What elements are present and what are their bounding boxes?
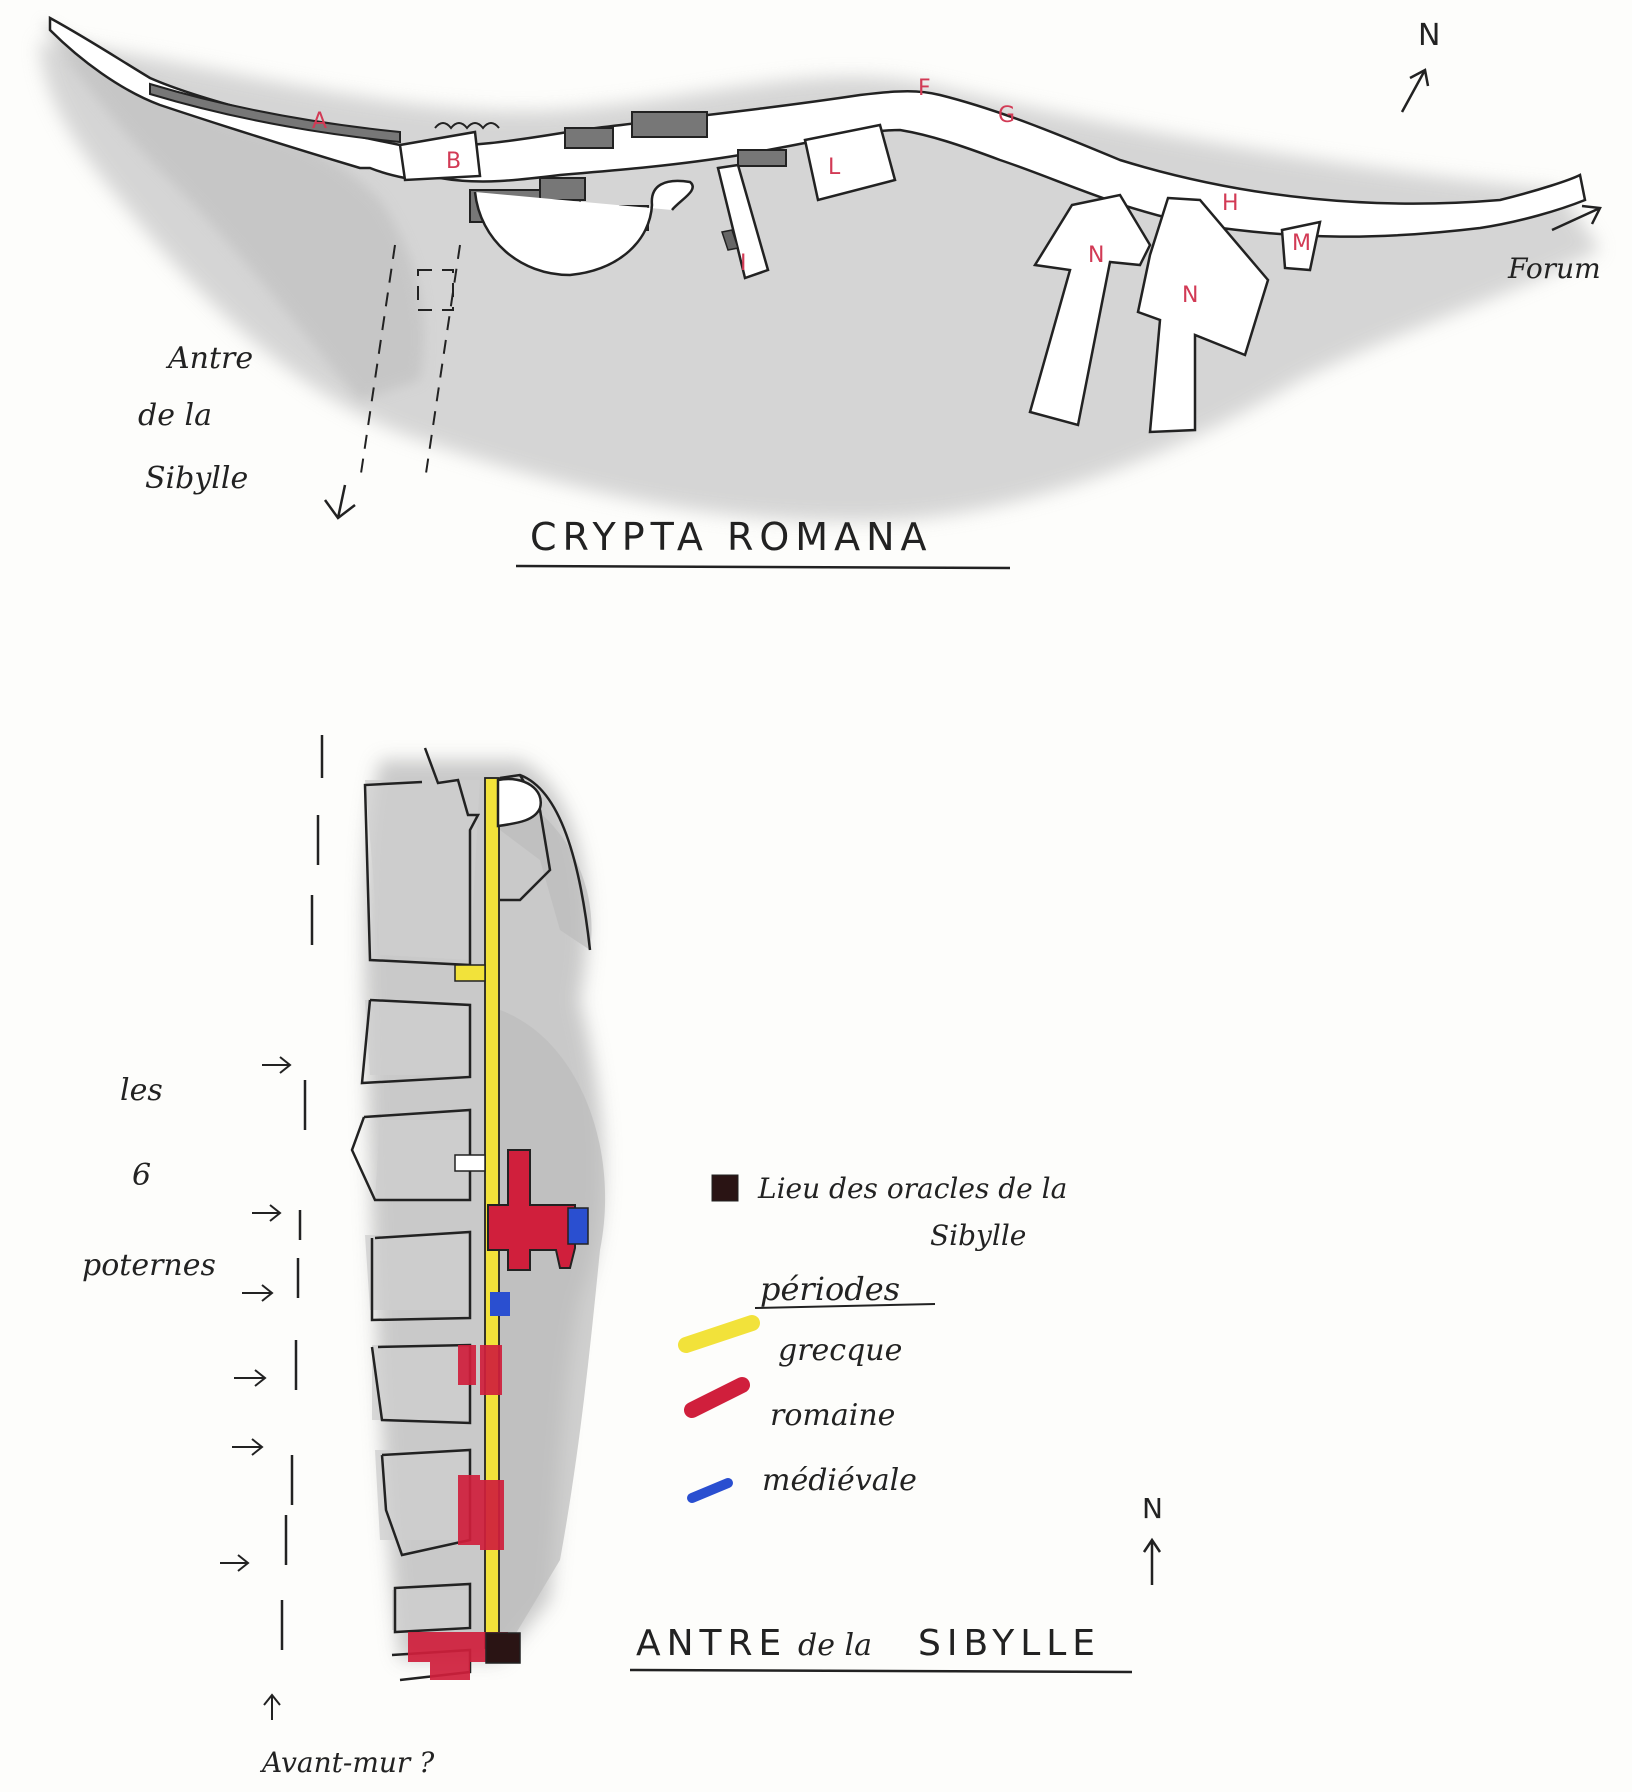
posterns-label-line2: 6 bbox=[132, 1158, 151, 1193]
room-label-f: F bbox=[918, 76, 931, 101]
postern-arrow-icon-6 bbox=[220, 1554, 250, 1572]
room-label-g: G bbox=[998, 103, 1015, 128]
passage-i-wall bbox=[721, 229, 739, 251]
medieval-block-2 bbox=[490, 1292, 510, 1316]
avant-mur-arrow-icon bbox=[263, 1693, 281, 1720]
north-label-bottom: N bbox=[1142, 1492, 1169, 1525]
forum-label: Forum bbox=[1507, 252, 1601, 285]
antre-inner-shading bbox=[365, 780, 480, 1630]
postern-arrow-icon-2 bbox=[252, 1204, 282, 1222]
crypta-romana-title: CRYPTA ROMANA bbox=[530, 515, 932, 559]
room-label-h: H bbox=[1222, 191, 1239, 216]
periods-legend-title: périodes bbox=[760, 1270, 900, 1308]
antre-arrow-icon bbox=[323, 484, 356, 520]
crypta-romana-underline bbox=[515, 564, 1011, 570]
medieval-block-1 bbox=[567, 1207, 589, 1245]
room-n-2 bbox=[1136, 196, 1270, 434]
room-label-n-2: N bbox=[1182, 283, 1198, 308]
posterns-label-line1: les bbox=[120, 1073, 163, 1108]
room-labels: A B F G L I H M N N bbox=[312, 76, 1311, 308]
north-arrow-icon-bottom bbox=[1142, 1537, 1162, 1585]
postern-arrow-icon-5 bbox=[232, 1438, 264, 1456]
room-label-i: I bbox=[740, 251, 747, 276]
room-label-m: M bbox=[1292, 231, 1311, 256]
postern-line bbox=[280, 735, 324, 1650]
round-chamber bbox=[473, 179, 694, 277]
legend: Lieu des oracles de la Sibylle périodes … bbox=[678, 1172, 1067, 1503]
room-b bbox=[398, 130, 482, 182]
room-l bbox=[803, 123, 897, 202]
medieval-legend-label: médiévale bbox=[762, 1463, 917, 1498]
top-chamber bbox=[496, 777, 543, 828]
avant-mur-label: Avant-mur ? bbox=[259, 1746, 435, 1779]
greek-niche-2 bbox=[454, 1154, 486, 1172]
antre-sibylle-plan: les 6 poternes Avant-mur ? Lieu des orac… bbox=[82, 735, 1169, 1779]
room-label-a: A bbox=[312, 109, 327, 134]
antre-title-part3: SIBYLLE bbox=[918, 1623, 1101, 1664]
roman-legend-label: romaine bbox=[770, 1398, 895, 1433]
posterns-label-line3: poternes bbox=[82, 1248, 216, 1283]
room-b-arches bbox=[434, 122, 500, 130]
room-label-b: B bbox=[446, 149, 461, 174]
oracle-location bbox=[485, 1632, 521, 1664]
roman-legend-swatch bbox=[684, 1377, 750, 1418]
antre-label-line2: de la bbox=[138, 398, 212, 433]
greek-niche-1 bbox=[454, 964, 486, 982]
rock-shading-left bbox=[40, 20, 424, 400]
antre-title-underline bbox=[629, 1668, 1133, 1674]
north-label-top: N bbox=[1418, 18, 1446, 53]
room-m bbox=[1280, 220, 1322, 272]
north-arrow-icon-top bbox=[1400, 68, 1430, 113]
periods-legend-underline bbox=[754, 1303, 936, 1309]
antre-passage-dashed bbox=[359, 244, 461, 481]
antre-outline-left bbox=[350, 747, 481, 1682]
postern-arrow-icon-3 bbox=[242, 1284, 274, 1302]
room-n-1 bbox=[1028, 193, 1152, 427]
roman-cross bbox=[487, 1149, 576, 1271]
greek-legend-swatch bbox=[678, 1315, 760, 1353]
antre-title-part2: de la bbox=[798, 1628, 872, 1663]
postern-arrow-icon-4 bbox=[234, 1369, 267, 1387]
antre-label-line3: Sibylle bbox=[145, 461, 248, 496]
oracle-legend-swatch bbox=[711, 1174, 739, 1202]
postern-arrows bbox=[220, 1056, 292, 1572]
room-label-n-1: N bbox=[1088, 243, 1104, 268]
forum-arrow-icon bbox=[1551, 204, 1602, 232]
oracle-legend-line2: Sibylle bbox=[930, 1219, 1026, 1252]
oracle-legend-line1: Lieu des oracles de la bbox=[757, 1172, 1067, 1205]
greek-legend-label: grecque bbox=[778, 1333, 902, 1368]
antre-label-line1: Antre bbox=[165, 341, 253, 376]
postern-arrow-icon-1 bbox=[262, 1056, 292, 1074]
medieval-legend-swatch bbox=[687, 1478, 733, 1503]
crypta-romana-plan: A B F G L I H M N N N Forum Antre de la … bbox=[40, 15, 1602, 570]
antre-title-part1: ANTRE bbox=[636, 1623, 787, 1664]
room-label-l: L bbox=[828, 155, 841, 180]
